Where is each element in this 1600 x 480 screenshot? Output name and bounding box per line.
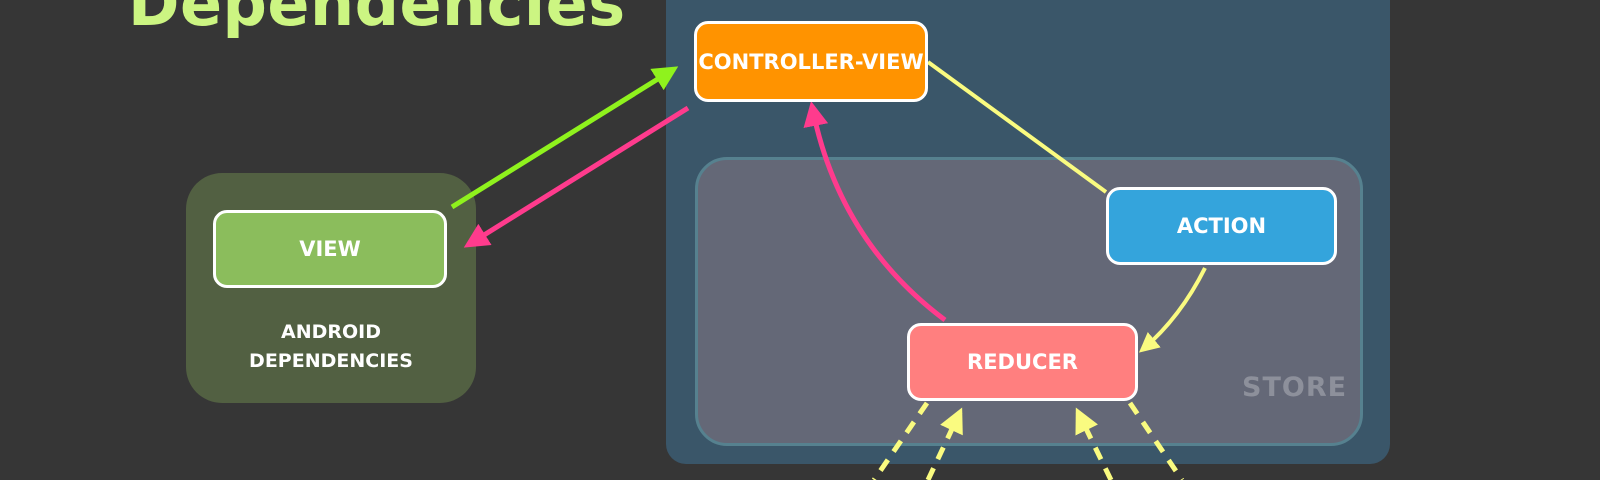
edge-controller-view-to-view xyxy=(463,105,690,248)
edge-controller-view-to-action xyxy=(926,60,1108,194)
edge-view-to-controller-view xyxy=(450,66,679,210)
android-caption-line-2: DEPENDENCIES xyxy=(249,349,413,372)
controller-view-node[interactable]: CONTROLLER-VIEW xyxy=(694,21,928,102)
edge-dashed-incoming-left xyxy=(925,407,963,480)
android-caption-line-1: ANDROID xyxy=(280,321,381,343)
reducer-node[interactable]: REDUCER xyxy=(907,323,1138,401)
edge-action-to-reducer xyxy=(1138,267,1207,353)
android-dependencies-caption: ANDROID DEPENDENCIES xyxy=(186,318,476,375)
edge-dashed-outgoing-right xyxy=(1127,401,1185,480)
view-node[interactable]: VIEW xyxy=(213,210,447,288)
edge-dashed-outgoing-left xyxy=(871,401,930,480)
action-node[interactable]: ACTION xyxy=(1106,187,1337,265)
edge-dashed-incoming-right xyxy=(1075,407,1114,480)
diagram-title: Dependencies xyxy=(128,0,626,40)
edge-reducer-to-controller-view xyxy=(803,101,947,323)
store-label: STORE xyxy=(1242,372,1348,403)
